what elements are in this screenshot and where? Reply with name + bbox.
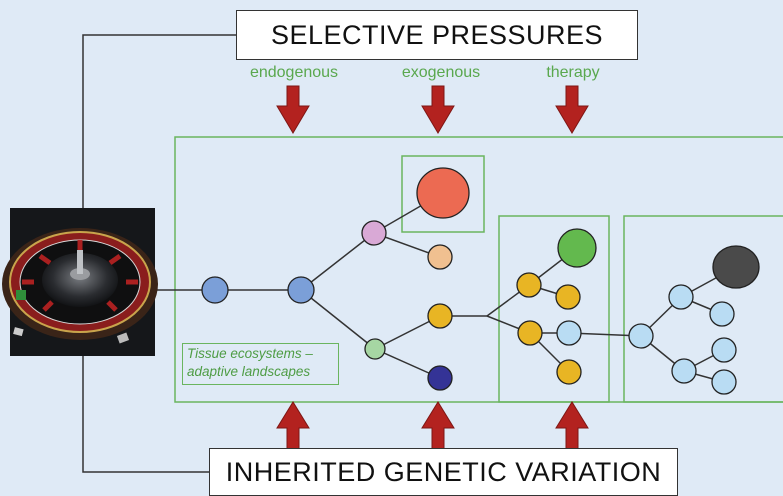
node-lightblue-5 — [709, 301, 735, 327]
node-lilac — [361, 220, 387, 246]
landscape-frame — [174, 136, 783, 403]
landscape-label-line2: adaptive landscapes — [187, 364, 311, 379]
inherited-variation-title: INHERITED GENETIC VARIATION — [209, 448, 678, 496]
label-exogenous: exogenous — [401, 64, 481, 81]
node-yellow-3 — [517, 320, 543, 346]
node-green-large — [557, 228, 597, 268]
node-yellow-2 — [516, 272, 542, 298]
node-root — [201, 276, 229, 304]
variation-arrows — [276, 401, 589, 454]
arrow-down-exogenous — [421, 85, 455, 134]
node-darkgray-large — [712, 245, 760, 289]
node-lightblue-6 — [711, 337, 737, 363]
node-navy — [427, 365, 453, 391]
label-endogenous: endogenous — [249, 64, 339, 81]
landscape-label-line1: Tissue ecosystems – — [187, 346, 313, 361]
arrow-down-endogenous — [276, 85, 310, 134]
node-peach — [427, 244, 453, 270]
connector-top — [82, 34, 236, 210]
node-lightblue-3 — [668, 284, 694, 310]
label-therapy: therapy — [546, 64, 600, 81]
node-mint — [364, 338, 386, 360]
node-lightblue-4 — [671, 358, 697, 384]
arrow-up-1 — [276, 401, 310, 454]
node-yellow-5 — [556, 359, 582, 385]
clone-frame-right — [623, 215, 783, 403]
clone-frame-top — [401, 155, 485, 233]
node-lightblue-7 — [711, 369, 737, 395]
arrow-up-2 — [421, 401, 455, 454]
connector-bottom — [82, 355, 209, 473]
arrow-up-3 — [555, 401, 589, 454]
node-yellow-4 — [555, 284, 581, 310]
roulette-wheel-icon — [2, 208, 158, 356]
node-blue-2 — [287, 276, 315, 304]
pressure-arrows — [276, 85, 589, 134]
node-salmon-large — [416, 167, 470, 219]
node-lightblue-1 — [556, 320, 582, 346]
landscape-label: Tissue ecosystems – adaptive landscapes — [182, 343, 339, 385]
node-yellow-1 — [427, 303, 453, 329]
node-lightblue-2 — [628, 323, 654, 349]
selective-pressures-title: SELECTIVE PRESSURES — [236, 10, 638, 60]
tree-nodes — [201, 167, 760, 395]
clone-frame-middle — [498, 215, 610, 403]
arrow-down-therapy — [555, 85, 589, 134]
